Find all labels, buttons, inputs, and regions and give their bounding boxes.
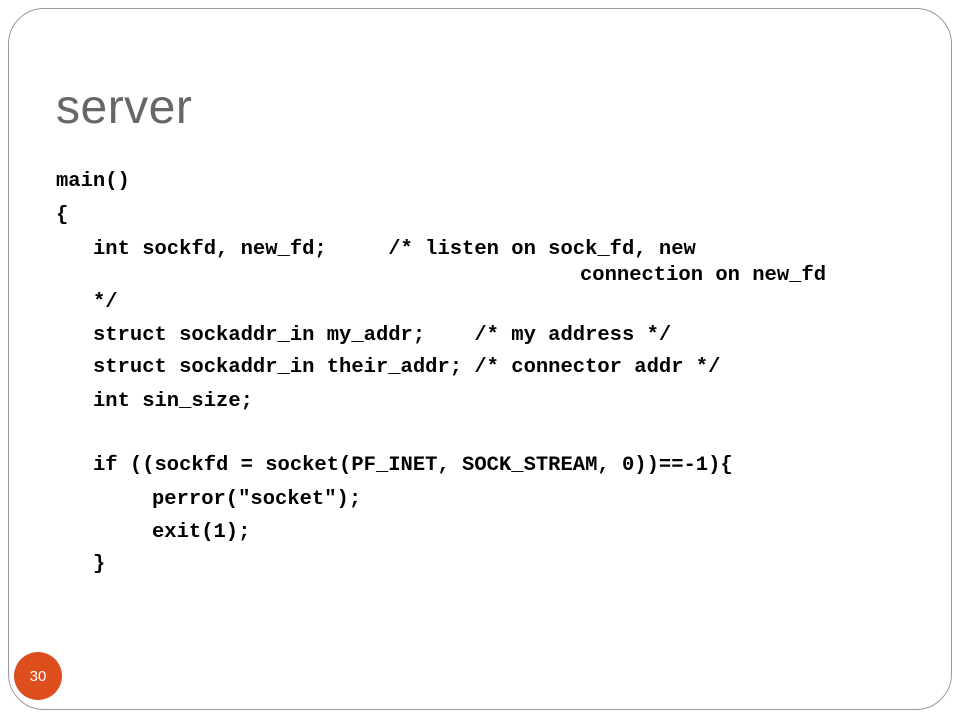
code-line: connection on new_fd (580, 264, 827, 287)
code-line: } (93, 553, 106, 576)
code-line: { (56, 204, 69, 227)
code-line: if ((sockfd = socket(PF_INET, SOCK_STREA… (93, 454, 733, 477)
code-line: int sockfd, new_fd; /* listen on sock_fd… (93, 238, 696, 261)
code-line: perror("socket"); (152, 488, 362, 511)
code-line: */ (93, 291, 118, 314)
slide-frame (8, 8, 952, 710)
code-line: main() (56, 170, 130, 193)
code-line: struct sockaddr_in my_addr; /* my addres… (93, 324, 672, 347)
slide-title: server (56, 81, 193, 134)
code-line: struct sockaddr_in their_addr; /* connec… (93, 356, 721, 379)
code-line: int sin_size; (93, 390, 253, 413)
page-number-badge: 30 (14, 652, 62, 700)
code-line: exit(1); (152, 521, 251, 544)
